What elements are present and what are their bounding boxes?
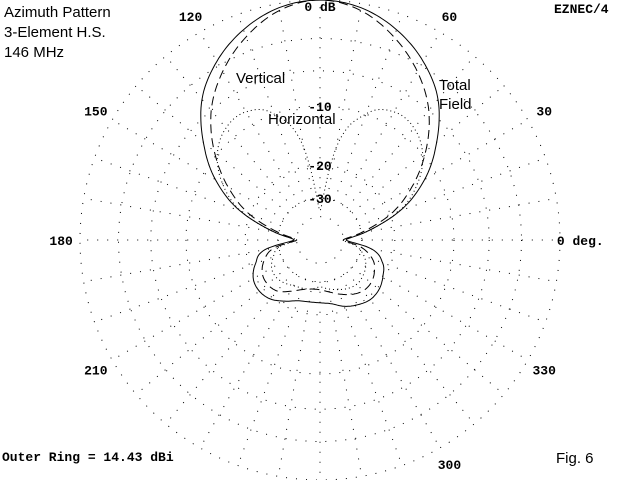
outer-ring-note: Outer Ring = 14.43 dBi (2, 450, 174, 465)
title-line-2: 3-Element H.S. (4, 24, 106, 41)
grid-ring (150, 70, 490, 410)
grid-ring (79, 0, 561, 480)
grid-radial (135, 266, 289, 395)
grid-radial (326, 281, 363, 477)
series-total-field (200, 0, 440, 307)
series-label-total-1: Total (439, 77, 471, 94)
grid-radial (361, 246, 557, 283)
grid-radial (359, 253, 546, 323)
angle-label: 210 (84, 363, 108, 378)
angle-label: 300 (438, 458, 462, 473)
angle-label: 120 (179, 10, 203, 25)
grid-radial (359, 157, 546, 227)
grid-radial (333, 279, 403, 466)
grid-radial (237, 279, 307, 466)
grid-radial (277, 281, 314, 477)
ring-label: -30 (308, 192, 332, 207)
grid-radial (83, 246, 279, 283)
angle-label: 330 (532, 363, 556, 378)
grid-ring (244, 164, 396, 316)
grid-radial (111, 119, 285, 220)
grid-radial (111, 260, 285, 361)
ring-label: -20 (308, 159, 332, 174)
grid-ring (117, 37, 523, 443)
grid-radial (199, 275, 300, 449)
labels: 120 60 150 30 180 0 deg. 210 330 300 0 dB -10 -20 -3… (49, 0, 603, 473)
grid-radial (361, 197, 557, 234)
grid-radial (340, 275, 441, 449)
title-line-1: Azimuth Pattern (4, 4, 111, 21)
grid-ring (185, 105, 455, 375)
grid-radial (355, 119, 529, 220)
pattern-curves (200, 0, 440, 307)
figure-label: Fig. 6 (556, 450, 594, 467)
grid-radial (355, 260, 529, 361)
angle-label: 0 deg. (557, 234, 604, 249)
title-line-3: 146 MHz (4, 44, 64, 61)
angle-label: 150 (84, 105, 108, 120)
series-vertical (210, 0, 430, 296)
grid-ring (296, 216, 344, 264)
grid-radial (94, 157, 281, 227)
angle-label: 180 (49, 234, 73, 249)
grid-radial (351, 266, 505, 395)
angle-label: 60 (442, 10, 458, 25)
grid-radial (165, 271, 294, 425)
grid-radial (346, 271, 475, 425)
grid-radial (326, 3, 363, 199)
ring-label: 0 dB (304, 0, 335, 15)
program-label: EZNEC/4 (554, 2, 609, 17)
series-label-total-2: Field (439, 96, 472, 113)
grid-radial (333, 14, 403, 201)
grid-ring (277, 197, 363, 283)
angle-label: 30 (536, 105, 552, 120)
series-label-vertical: Vertical (236, 70, 285, 87)
grid-radial (83, 197, 279, 234)
polar-grid (79, 0, 561, 480)
series-label-horizontal: Horizontal (268, 111, 336, 128)
grid-radial (237, 14, 307, 201)
ring-label: -10 (308, 100, 332, 115)
grid-radial (94, 253, 281, 323)
